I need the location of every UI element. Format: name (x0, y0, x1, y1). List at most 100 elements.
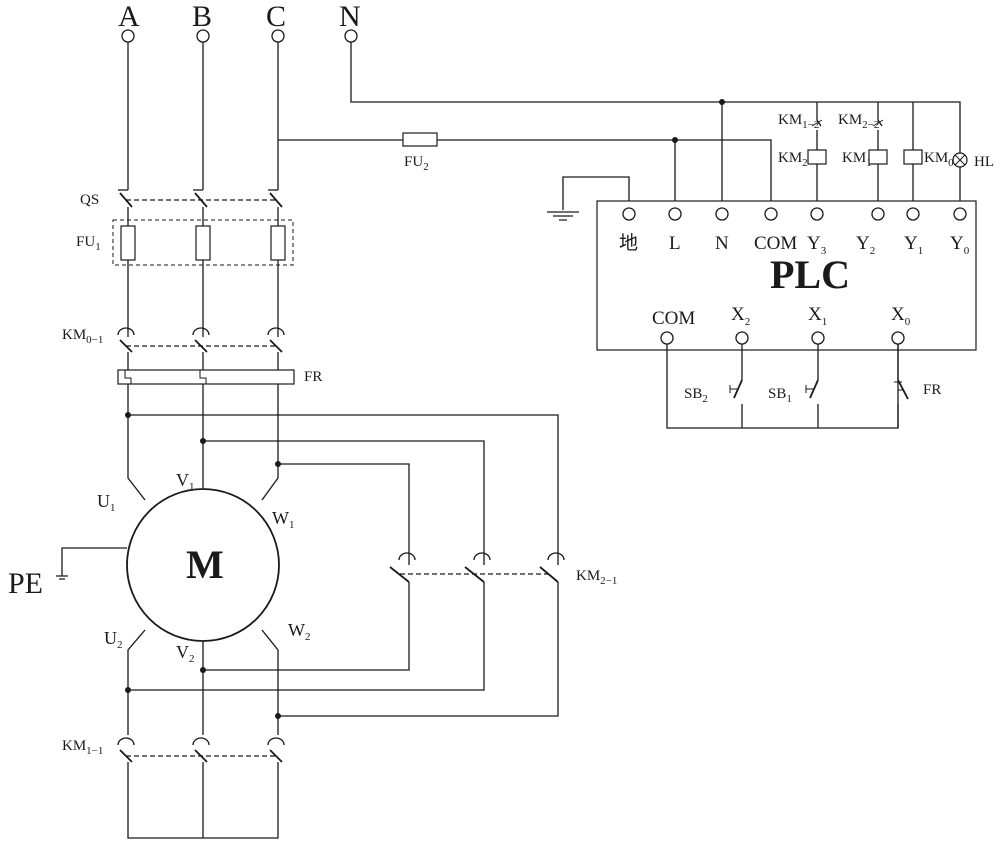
plc-out-label-n: N (715, 233, 729, 254)
v1-label: V1 (176, 470, 195, 493)
km1-1-contacts (117, 737, 285, 763)
junction (125, 412, 131, 418)
phase-a-to-u1 (127, 384, 146, 501)
plc-terminal-y1 (906, 207, 920, 221)
pe-wire (61, 547, 127, 576)
phase-b-terminal (196, 29, 210, 43)
hl-lamp-icon (952, 152, 968, 168)
fu1-group (112, 219, 294, 266)
plc-terminal-x1 (811, 331, 825, 345)
km0-1-label: KM0−1 (62, 327, 103, 346)
star-wire-b (203, 440, 485, 565)
plc-out-label-y0: Y0 (950, 233, 970, 257)
plc-terminal-y2 (871, 207, 885, 221)
phase-b-label: B (192, 0, 212, 33)
input-loop-wire (666, 344, 899, 429)
star-wire-c (278, 463, 410, 565)
plc-in-label-x0: X0 (891, 304, 911, 328)
plc-terminal-y3 (810, 207, 824, 221)
plc-out-label-ground: 地 (619, 232, 638, 254)
phase-n-label: N (339, 0, 361, 33)
plc-title: PLC (770, 252, 850, 297)
plc-in-label-x1: X1 (808, 304, 827, 328)
star-wire-a (128, 414, 559, 565)
motor-label: M (186, 542, 224, 587)
km0-1-contacts (117, 327, 285, 353)
junction (200, 667, 206, 673)
fu1-label: FU1 (76, 234, 101, 253)
junction (672, 137, 678, 143)
plc-output-terminals (622, 207, 967, 221)
plc-out-label-com: COM (754, 233, 797, 254)
star-return-a (278, 582, 559, 717)
star-return-b (128, 582, 485, 691)
junction (275, 461, 281, 467)
km2-coil-label: KM2 (778, 150, 808, 169)
fu1-fuse-b (195, 225, 211, 261)
star-return-c (203, 582, 410, 671)
plc-terminal-n (715, 207, 729, 221)
u1-label: U1 (97, 491, 116, 514)
com-feed-wire (600, 139, 772, 210)
fr-label: FR (304, 369, 322, 385)
sb2-label: SB2 (684, 386, 708, 405)
plc-terminal-com (764, 207, 778, 221)
sb1-label: SB1 (768, 386, 792, 405)
plc-terminal-x0 (891, 331, 905, 345)
y1-branch (903, 102, 923, 210)
w2-wire (261, 629, 279, 735)
km2-1-label: KM2−1 (576, 568, 617, 587)
plc-terminal-l (668, 207, 682, 221)
km1-coil-label: KM1 (842, 150, 872, 169)
km0-coil-label: KM0 (924, 150, 954, 169)
km2-1-contacts (389, 552, 565, 583)
w1-label: W1 (272, 508, 295, 531)
plc-in-label-com: COM (652, 308, 695, 329)
plc-terminal-input-com (660, 331, 674, 345)
phase-c-to-w1 (261, 384, 279, 501)
w2-label: W2 (288, 620, 311, 643)
sb2-button-icon (729, 379, 743, 399)
fr-contact-label: FR (923, 382, 941, 398)
km1-1-label: KM1−1 (62, 738, 103, 757)
plc-out-label-y3: Y3 (807, 233, 827, 257)
km1-2-label: KM1−2 (778, 112, 819, 131)
fu2-fuse (402, 132, 438, 147)
plc-terminal-x2 (735, 331, 749, 345)
phase-a-label: A (118, 0, 140, 33)
km2-2-label: KM2−2 (838, 112, 879, 131)
sb1-button-icon (805, 379, 819, 399)
phase-n-terminal (344, 29, 358, 43)
plc-in-label-x2: X2 (731, 304, 750, 328)
fr-thermal-relay (117, 369, 295, 385)
u2-label: U2 (104, 628, 123, 651)
junction (200, 438, 206, 444)
pe-label: PE (8, 567, 43, 600)
qs-label: QS (80, 192, 99, 208)
pe-ground-icon (56, 575, 68, 580)
junction (125, 687, 131, 693)
phase-c-label: C (266, 0, 286, 33)
plc-out-label-l: L (669, 233, 681, 254)
ground-wire (562, 176, 630, 210)
u2-wire (127, 629, 146, 735)
plc-box (596, 200, 977, 351)
hl-label: HL (974, 154, 994, 170)
phase-c-terminal (271, 29, 285, 43)
plc-out-label-y1: Y1 (904, 233, 923, 257)
ground-icon (547, 211, 579, 221)
km1-1-shorting-bar (127, 762, 279, 839)
fu1-fuse-c (270, 225, 286, 261)
qs-switch (118, 189, 283, 208)
plc-terminal-ground (622, 207, 636, 221)
v2-label: V2 (176, 642, 195, 665)
plc-terminal-y0 (953, 207, 967, 221)
junction (719, 99, 725, 105)
y3-branch (807, 102, 827, 210)
fu1-fuse-a (120, 225, 136, 261)
fr-nc-contact-icon (894, 379, 909, 400)
plc-out-label-y2: Y2 (856, 233, 875, 257)
junction (275, 713, 281, 719)
